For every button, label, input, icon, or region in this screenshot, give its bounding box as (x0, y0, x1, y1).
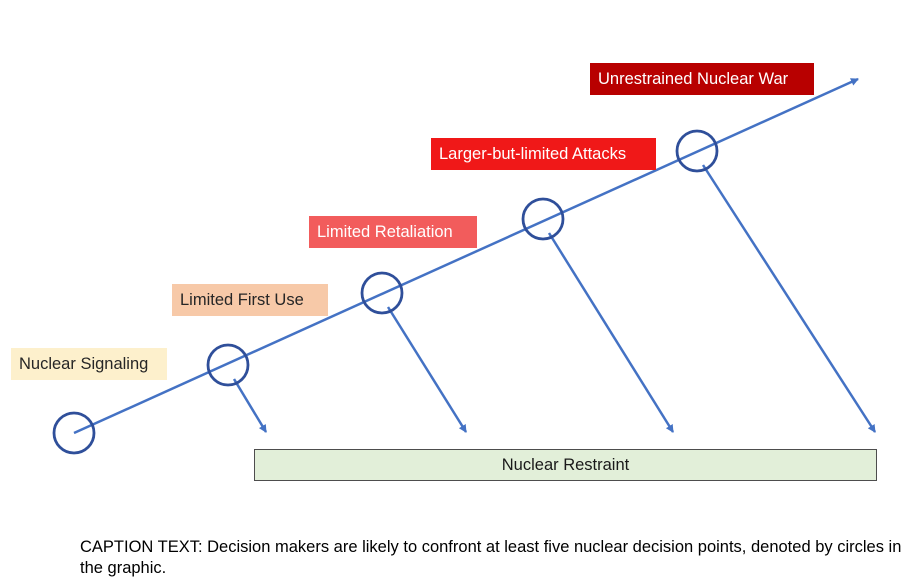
restraint-arrow-3 (386, 306, 468, 433)
restraint-arrow-2 (232, 378, 268, 433)
decision-points-layer (52, 129, 719, 455)
restraint-arrow-4 (547, 232, 675, 433)
escalation-arrow (73, 77, 859, 435)
decision-point-circle-1 (52, 411, 96, 455)
stage-label-limited-first-use: Limited First Use (172, 284, 328, 316)
stage-label-unrestrained-nuclear-war: Unrestrained Nuclear War (590, 63, 814, 95)
restraint-arrow-5 (701, 164, 877, 433)
stage-label-nuclear-signaling: Nuclear Signaling (11, 348, 167, 380)
arrows-layer (73, 77, 877, 435)
decision-point-circle-4 (521, 197, 565, 241)
stage-label-larger-but-limited-attacks: Larger-but-limited Attacks (431, 138, 656, 170)
caption: CAPTION TEXT: Decision makers are likely… (80, 538, 902, 577)
decision-point-circle-2 (206, 343, 250, 387)
nuclear-restraint-box: Nuclear Restraint (254, 449, 877, 481)
decision-point-circle-3 (360, 271, 404, 315)
decision-point-circle-5 (675, 129, 719, 173)
stage-label-limited-retaliation: Limited Retaliation (309, 216, 477, 248)
